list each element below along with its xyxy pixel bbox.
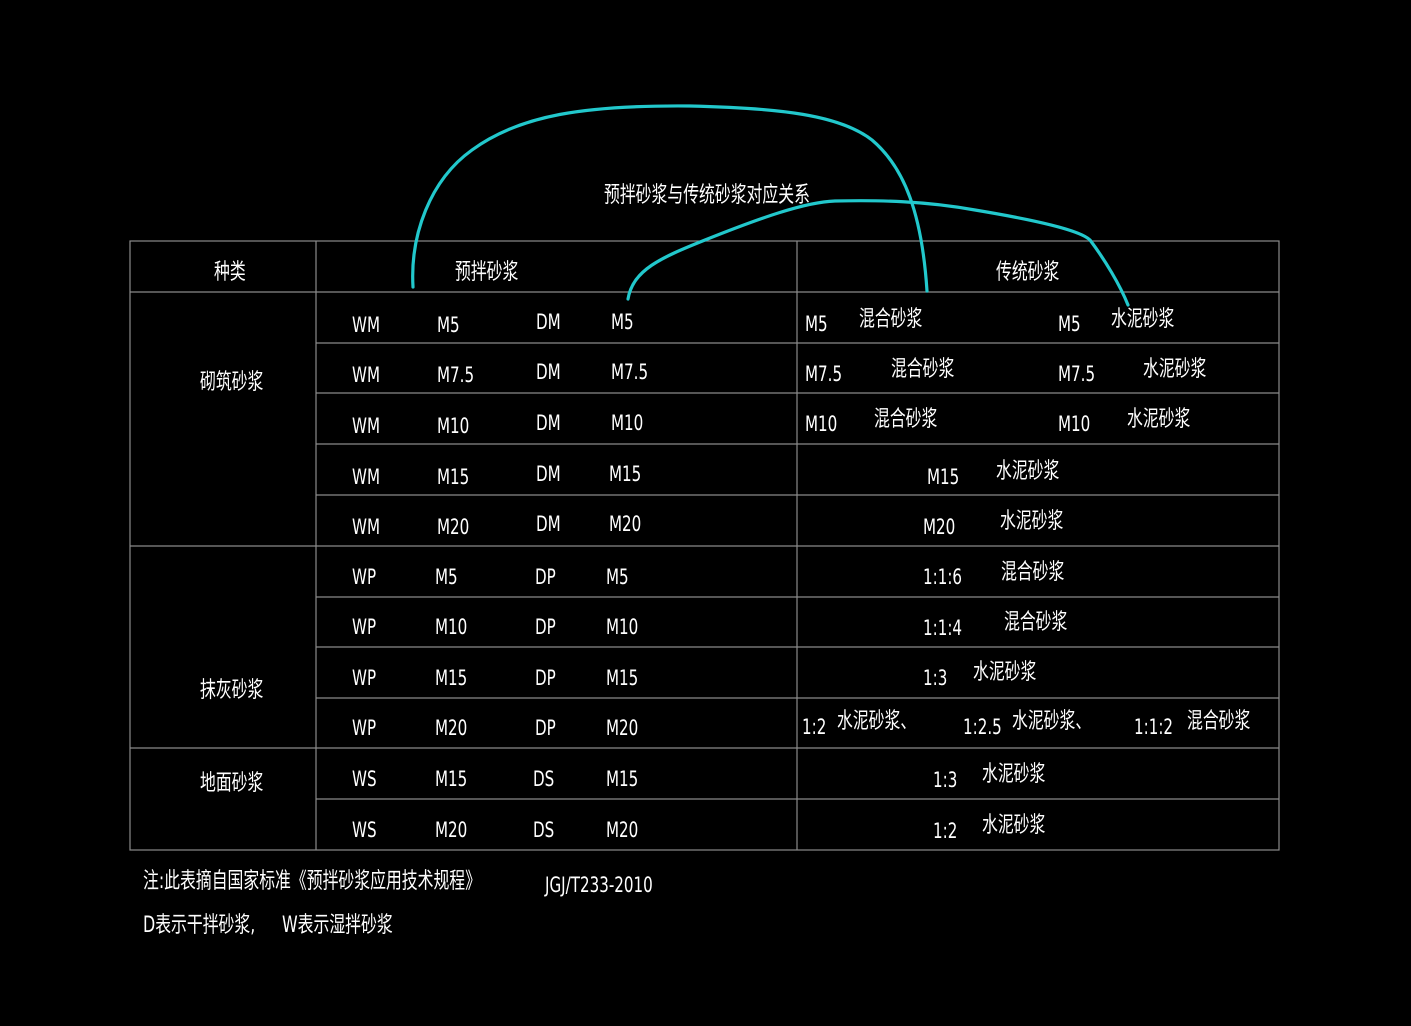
table-cell-traditional: 1:3: [933, 768, 958, 792]
table-cell-traditional: 水泥砂浆: [1143, 357, 1207, 382]
table-cell-traditional: 水泥砂浆: [1000, 509, 1064, 534]
note-wet-meaning: W表示湿拌砂浆: [282, 913, 393, 938]
table-cell-dry-code: DM: [536, 512, 561, 536]
table-cell-dry-grade: M20: [606, 716, 639, 740]
table-cell-dry-code: DP: [535, 666, 556, 690]
table-cell-wet-code: WS: [352, 767, 377, 791]
table-cell-wet-grade: M10: [435, 615, 468, 639]
table-cell-wet-code: WS: [352, 818, 377, 842]
table-cell-traditional: 混合砂浆: [874, 407, 938, 432]
table-cell-traditional: 水泥砂浆: [982, 813, 1046, 838]
table-cell-traditional: 水泥砂浆: [996, 459, 1060, 484]
header-traditional: 传统砂浆: [996, 260, 1060, 285]
table-cell-traditional: M20: [923, 515, 956, 539]
table-cell-traditional: M5: [1058, 312, 1081, 336]
table-cell-dry-grade: M5: [611, 310, 634, 334]
table-cell-traditional: M7.5: [1058, 362, 1096, 386]
table-cell-traditional: 1:1:6: [923, 565, 963, 589]
table-cell-traditional: 混合砂浆: [859, 307, 923, 332]
table-cell-traditional: 混合砂浆: [1004, 610, 1068, 635]
table-cell-traditional: 1:1:2: [1134, 715, 1174, 739]
table-cell-traditional: 水泥砂浆: [1111, 307, 1175, 332]
table-cell-wet-code: WP: [352, 565, 377, 589]
category-floor: 地面砂浆: [200, 771, 264, 796]
table-cell-wet-code: WM: [352, 465, 381, 489]
table-title: 预拌砂浆与传统砂浆对应关系: [604, 183, 810, 208]
table-cell-traditional: 1:2: [933, 819, 958, 843]
table-frame: [129, 240, 1280, 851]
table-cell-wet-code: WM: [352, 414, 381, 438]
table-cell-dry-code: DM: [536, 411, 561, 435]
table-cell-traditional: 水泥砂浆: [973, 660, 1037, 685]
annotation-arc-dry-to-cement: [626, 199, 1130, 307]
table-cell-traditional: 水泥砂浆、: [1012, 709, 1092, 734]
table-cell-wet-code: WM: [352, 313, 381, 337]
table-cell-wet-grade: M5: [437, 313, 460, 337]
table-cell-traditional: 混合砂浆: [1187, 709, 1251, 734]
table-cell-traditional: 水泥砂浆: [1127, 407, 1191, 432]
table-cell-wet-grade: M20: [435, 716, 468, 740]
table-cell-dry-grade: M15: [609, 462, 642, 486]
table-cell-wet-code: WP: [352, 716, 377, 740]
note-dry-meaning: D表示干拌砂浆,: [143, 913, 256, 938]
header-category: 种类: [214, 260, 246, 285]
category-masonry: 砌筑砂浆: [200, 370, 264, 395]
table-cell-wet-code: WM: [352, 363, 381, 387]
table-cell-dry-code: DM: [536, 360, 561, 384]
table-cell-traditional: 水泥砂浆、: [837, 709, 917, 734]
table-cell-traditional: 1:3: [923, 666, 948, 690]
table-cell-wet-code: WP: [352, 666, 377, 690]
table-cell-dry-code: DP: [535, 565, 556, 589]
table-cell-dry-code: DS: [533, 767, 555, 791]
note-standard-code: JGJ/T233-2010: [545, 873, 653, 897]
table-cell-dry-code: DP: [535, 615, 556, 639]
table-cell-traditional: M10: [1058, 412, 1091, 436]
table-cell-dry-grade: M7.5: [611, 360, 649, 384]
table-cell-wet-grade: M20: [435, 818, 468, 842]
table-cell-wet-code: WP: [352, 615, 377, 639]
table-cell-traditional: 混合砂浆: [891, 357, 955, 382]
table-cell-dry-grade: M20: [609, 512, 642, 536]
table-cell-wet-grade: M15: [435, 767, 468, 791]
table-cell-wet-code: WM: [352, 515, 381, 539]
table-cell-traditional: M7.5: [805, 362, 843, 386]
table-cell-wet-grade: M5: [435, 565, 458, 589]
table-cell-dry-grade: M5: [606, 565, 629, 589]
table-cell-wet-grade: M10: [437, 414, 470, 438]
table-cell-traditional: M15: [927, 465, 960, 489]
table-cell-traditional: 水泥砂浆: [982, 762, 1046, 787]
table-cell-dry-code: DS: [533, 818, 555, 842]
table-cell-dry-grade: M15: [606, 767, 639, 791]
table-cell-traditional: 1:1:4: [923, 616, 963, 640]
table-cell-dry-grade: M10: [611, 411, 644, 435]
header-premixed: 预拌砂浆: [455, 260, 519, 285]
table-cell-wet-grade: M15: [435, 666, 468, 690]
table-cell-wet-grade: M7.5: [437, 363, 475, 387]
table-cell-dry-grade: M10: [606, 615, 639, 639]
table-cell-wet-grade: M15: [437, 465, 470, 489]
table-cell-dry-code: DM: [536, 310, 561, 334]
table-cell-traditional: 1:2.5: [963, 715, 1002, 739]
table-cell-traditional: M10: [805, 412, 838, 436]
category-plaster: 抹灰砂浆: [200, 678, 264, 703]
table-cell-dry-code: DP: [535, 716, 556, 740]
table-cell-dry-grade: M15: [606, 666, 639, 690]
table-cell-dry-grade: M20: [606, 818, 639, 842]
table-cell-dry-code: DM: [536, 462, 561, 486]
table-cell-traditional: 1:2: [802, 715, 827, 739]
note-source: 注:此表摘自国家标准《预拌砂浆应用技术规程》: [143, 869, 481, 894]
table-cell-traditional: M5: [805, 312, 828, 336]
table-cell-wet-grade: M20: [437, 515, 470, 539]
table-cell-traditional: 混合砂浆: [1001, 560, 1065, 585]
